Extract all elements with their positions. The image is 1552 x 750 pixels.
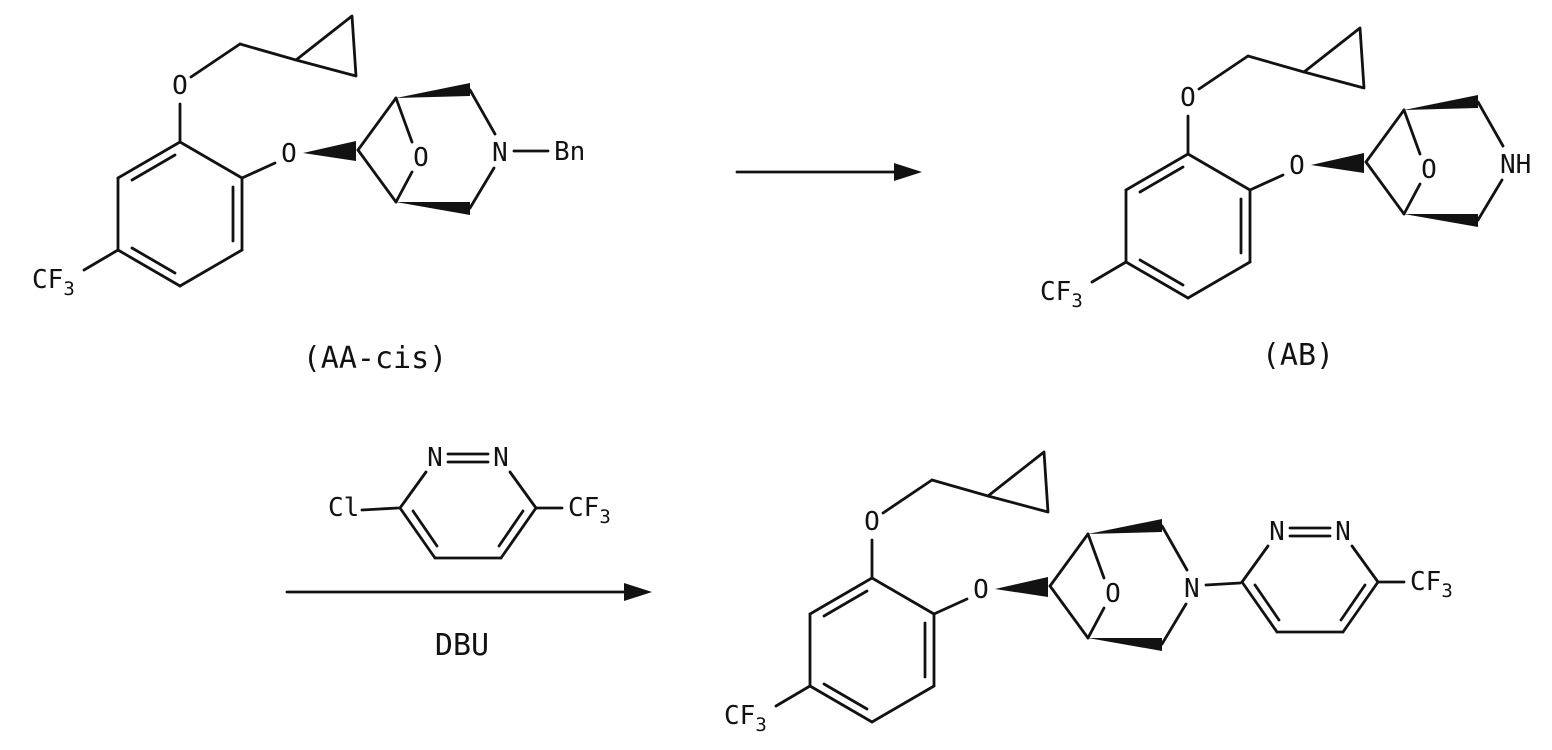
molecule-ab: NH (1038, 26, 1531, 314)
molecule-aa-cis: N Bn (30, 14, 585, 302)
benzyl-label: Bn (554, 137, 585, 167)
bond (360, 506, 400, 512)
label-ab: (AB) (1262, 338, 1334, 373)
core-structure-instance (1038, 26, 1505, 314)
chlorine-label: Cl (328, 493, 359, 523)
arrowhead (624, 583, 652, 601)
reaction-arrow-2 (285, 583, 652, 601)
bond (1204, 581, 1242, 587)
label-dbu: DBU (435, 628, 489, 663)
label-aa-cis: (AA-cis) (303, 341, 448, 376)
pyridazine-instance (398, 441, 613, 560)
reaction-arrow-1 (735, 163, 922, 181)
pyridazine-instance (1240, 515, 1455, 634)
molecule-final-product: N (722, 450, 1455, 738)
nitrogen-label: N (492, 138, 508, 168)
arrowhead (894, 163, 922, 181)
reagent-chloro-pyridazine: Cl (328, 441, 613, 560)
core-structure-instance (722, 450, 1189, 738)
core-structure-instance (30, 14, 497, 302)
nitrogen-label: N (1184, 574, 1200, 604)
nh-label: NH (1500, 150, 1531, 180)
